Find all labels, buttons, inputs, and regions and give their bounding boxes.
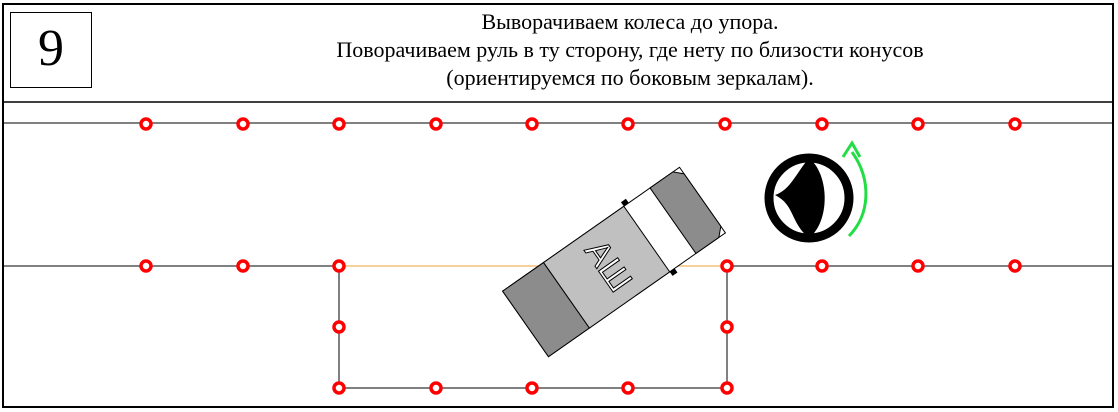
steering-wheel-icon bbox=[764, 153, 854, 243]
cone-marker bbox=[332, 320, 346, 334]
cone-marker bbox=[720, 381, 734, 395]
cone-marker bbox=[718, 117, 732, 131]
mirror-right bbox=[669, 268, 678, 276]
cone-marker bbox=[815, 117, 829, 131]
cone-marker bbox=[139, 117, 153, 131]
cone-marker bbox=[621, 381, 635, 395]
cone-marker bbox=[911, 259, 925, 273]
cone-marker bbox=[911, 117, 925, 131]
cone-marker bbox=[429, 381, 443, 395]
mirror-left bbox=[620, 198, 629, 207]
cone-marker bbox=[1008, 259, 1022, 273]
cone-marker bbox=[236, 259, 250, 273]
cone-marker bbox=[1008, 117, 1022, 131]
cone-marker bbox=[332, 259, 346, 273]
title-line: (ориентируемся по боковым зеркалам). bbox=[446, 65, 814, 90]
title-line: Выворачиваем колеса до упора. bbox=[481, 9, 779, 34]
instruction-title: Выворачиваем колеса до упора. Поворачива… bbox=[150, 8, 1110, 92]
cone-marker bbox=[720, 259, 734, 273]
cone-marker bbox=[720, 320, 734, 334]
cone-marker bbox=[815, 259, 829, 273]
car-windshield bbox=[649, 171, 722, 255]
car-roof bbox=[542, 205, 671, 329]
cone-marker bbox=[621, 117, 635, 131]
step-number: 9 bbox=[10, 12, 92, 88]
rotate-arrow-icon bbox=[847, 151, 868, 238]
cone-marker bbox=[525, 117, 539, 131]
cone-marker bbox=[429, 117, 443, 131]
cone-marker bbox=[332, 117, 346, 131]
cone-marker bbox=[332, 381, 346, 395]
title-line: Поворачиваем руль в ту сторону, где нету… bbox=[336, 37, 924, 62]
cone-marker bbox=[236, 117, 250, 131]
cones bbox=[139, 117, 1022, 395]
cone-marker bbox=[525, 381, 539, 395]
outer-frame bbox=[2, 3, 1114, 408]
cone-marker bbox=[139, 259, 153, 273]
car: АШ bbox=[501, 166, 727, 358]
arrow-head-icon bbox=[841, 140, 862, 158]
